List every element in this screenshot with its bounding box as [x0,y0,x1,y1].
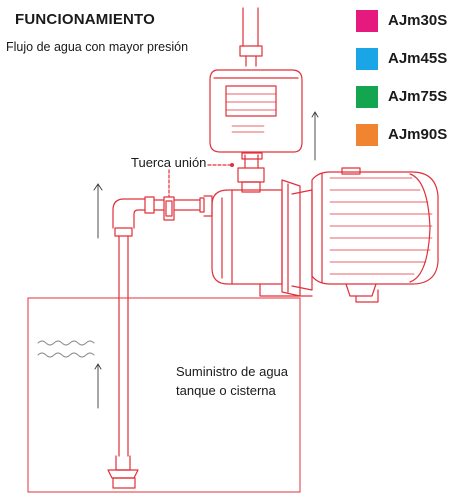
legend-label-ajm90s: AJm90S [388,126,448,143]
water-supply-label-line1: Suministro de agua [176,364,289,379]
water-supply-label: Suministro de agua tanque o cisterna [176,362,288,400]
suction-elbow [112,198,146,229]
pressure-controller [209,69,303,153]
legend-swatch-ajm45s [356,48,378,70]
legend-label-ajm45s: AJm45S [388,50,448,67]
union-nut-dot [230,163,234,167]
legend-item-ajm75s: AJm75S [356,86,456,124]
union-nut-label: Tuerca unión [131,155,207,170]
pump-body [211,152,313,297]
legend-item-ajm90s: AJm90S [356,124,456,162]
discharge-pipe [239,7,263,67]
legend-item-ajm45s: AJm45S [356,48,456,86]
horizontal-inlet-pipe [144,195,213,221]
legend-label-ajm30s: AJm30S [388,12,448,29]
diagram-title: FUNCIONAMIENTO [15,11,156,28]
legend-swatch-ajm90s [356,124,378,146]
legend-swatch-ajm30s [356,10,378,32]
cistern-tank [27,297,301,493]
foot-valve [107,455,139,489]
legend-swatch-ajm75s [356,86,378,108]
diagram-subtitle: Flujo de agua con mayor presión [6,40,189,54]
model-legend: AJm30S AJm45S AJm75S AJm90S [356,10,456,162]
suction-pipe [114,227,133,457]
union-nut-pointer [168,164,231,197]
pump-motor [311,167,439,303]
legend-label-ajm75s: AJm75S [388,88,448,105]
flow-arrows-icon [93,111,319,409]
water-supply-label-line2: tanque o cisterna [176,383,276,398]
legend-item-ajm30s: AJm30S [356,10,456,48]
water-waves-icon [37,340,95,358]
